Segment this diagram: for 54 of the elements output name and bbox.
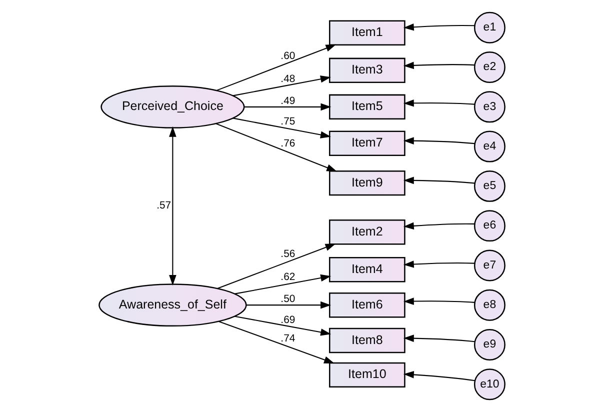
node-circle: e9 [474,328,506,360]
node-box: Item9 [329,170,406,196]
arrow [169,126,176,286]
arrow [218,320,335,364]
edge-label: .60 [280,50,296,62]
node-ellipse: Awareness_of_Self [98,284,247,327]
node-box: Item5 [329,94,406,120]
arrow [403,176,475,184]
node-circle: e5 [474,170,506,202]
arrow [403,99,475,107]
edge-label: .62 [280,272,296,284]
node-circle: e3 [474,91,506,123]
edge-label: .76 [280,138,296,150]
arrow [244,103,332,111]
arrow [234,316,332,336]
node-circle: e8 [474,289,506,321]
arrow [232,118,331,138]
arrow [232,75,331,96]
node-box: Item8 [329,328,406,354]
arrow [403,371,476,382]
node-box: Item3 [329,58,406,84]
edge-label: .75 [280,116,296,128]
arrow [216,123,338,172]
edge-label: .56 [280,249,296,260]
node-circle: e10 [474,368,506,400]
arrow [403,137,475,144]
arrow [216,44,336,91]
edge-label: .50 [280,294,296,305]
node-circle: e2 [474,52,506,84]
edge-label: .69 [280,314,296,326]
node-box: Item6 [329,292,406,318]
node-circle: e6 [474,210,506,242]
arrow [246,301,331,309]
arrow [403,298,475,305]
arrow [403,23,475,31]
edge-label: .48 [280,74,296,85]
node-circle: e7 [474,250,506,282]
node-ellipse: Perceived_Choice [100,85,245,128]
node-box: Item2 [329,219,406,245]
arrow [403,334,475,342]
edge-label: .49 [280,96,296,107]
node-box: Item4 [329,257,406,282]
node-circle: e4 [474,130,506,162]
arrow [403,222,475,230]
edge-label: .57 [156,200,172,212]
node-box: Item1 [329,20,406,46]
arrow [234,274,332,294]
arrow [403,260,475,268]
edge-label: .74 [280,334,296,345]
arrow [217,244,336,289]
node-box: Item10 [329,362,406,388]
arrow [403,62,475,70]
node-box: Item7 [329,130,406,156]
node-circle: e1 [474,12,506,44]
